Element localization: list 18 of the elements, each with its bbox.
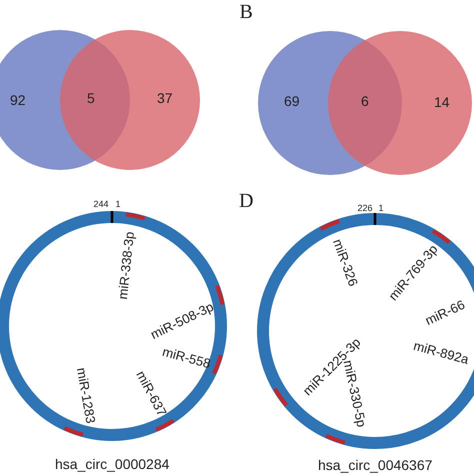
position-label: 244	[94, 200, 109, 208]
panel-letter: B	[240, 2, 253, 22]
count-label: 37	[157, 91, 173, 105]
mirna-label: miR-338-3p	[116, 230, 136, 300]
count-label: 14	[434, 95, 450, 109]
transcript-name: hsa_circ_0046367	[318, 458, 432, 472]
position-label: 1	[378, 204, 384, 212]
position-label: 1	[116, 200, 121, 208]
mirna-label: miR-892a	[412, 338, 470, 366]
position-label: 226	[358, 204, 373, 212]
mirna-label: miR-558	[160, 344, 212, 370]
panel-letter: D	[239, 191, 254, 211]
count-label: 69	[284, 94, 300, 108]
count-label: 6	[361, 94, 369, 108]
transcript-name: hsa_circ_0000284	[55, 457, 170, 471]
count-label: 5	[87, 91, 95, 105]
mirna-label: miR-1283	[74, 366, 98, 424]
count-label: 92	[10, 93, 26, 107]
